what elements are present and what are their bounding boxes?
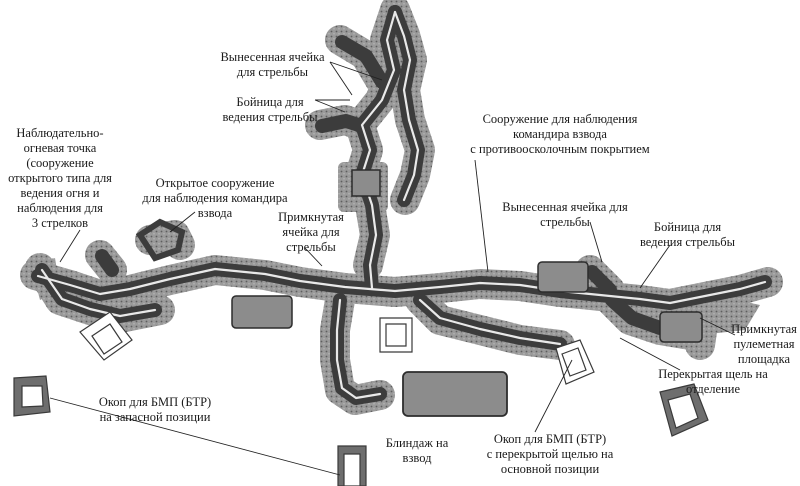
label-ifv-pit-reserve: Окоп для БМП (БТР) на запасной позиции (98, 395, 212, 424)
label-embrasure-right: Бойница для ведения стрельбы (639, 220, 736, 249)
dugout-shape (402, 371, 508, 417)
label-machine-gun-platform: Примкнутая пулеметная площадка (731, 322, 797, 366)
trench-floor-line (36, 10, 767, 400)
label-covered-slit: Перекрытая щель на отделение (658, 367, 768, 396)
label-embrasure-top: Бойница для ведения стрельбы (222, 95, 318, 124)
label-observation-fire-point: Наблюдательно- огневая точка (сооружение… (8, 126, 112, 230)
structures (231, 169, 703, 343)
label-ifv-pit-main: Окоп для БМП (БТР) с перекрытой щелью на… (486, 432, 614, 476)
label-forward-cell-right: Вынесенная ячейка для стрельбы (502, 200, 628, 229)
label-forward-cell-top: Вынесенная ячейка для стрельбы (220, 50, 325, 79)
label-dugout: Блиндаж на взвод (385, 436, 449, 465)
leader-lines (49, 61, 736, 476)
label-open-structure-commander: Открытое сооружение для наблюдения коман… (142, 176, 288, 220)
label-commander-shelter: Сооружение для наблюдения командира взво… (470, 112, 650, 156)
label-adjacent-cell-left: Примкнутая ячейка для стрельбы (278, 210, 344, 254)
